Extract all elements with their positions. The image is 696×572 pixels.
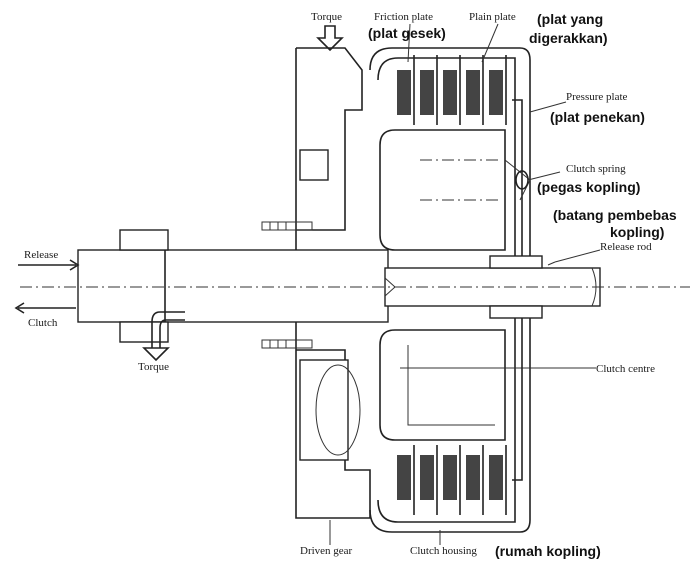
clutch-centre: [379, 129, 590, 441]
clutch-label: Clutch: [28, 317, 58, 329]
clutch-housing-label: Clutch housing: [410, 545, 477, 557]
plain-plate-label: Plain plate: [469, 11, 516, 23]
clutch-arrow: [14, 302, 76, 314]
pressure-plate-label: Pressure plate: [566, 91, 628, 103]
bolts: [261, 221, 313, 349]
torque-arrow-top: [316, 25, 344, 52]
driven-gear-label: Driven gear: [300, 545, 353, 557]
clutch-spring-label: Clutch spring: [566, 163, 626, 175]
release-rod: [489, 249, 601, 319]
clutch-spring: [515, 170, 561, 190]
release-label: Release: [24, 249, 58, 261]
plain-plate-label-id-line1: (plat yang: [537, 11, 603, 27]
torque-arrow-bottom: [142, 311, 185, 362]
pressure-plate-label-id: (plat penekan): [550, 109, 645, 125]
release-rod-label: Release rod: [600, 241, 652, 253]
main-shaft: [20, 229, 690, 343]
torque-label-bottom: Torque: [138, 361, 169, 373]
driven-gear: [295, 47, 371, 519]
friction-plate-label-id: (plat gesek): [368, 25, 446, 41]
plain-plate-label-id-line2: digerakkan): [529, 30, 608, 46]
friction-plate-stack-top: [397, 55, 507, 125]
clutch-housing-label-id: (rumah kopling): [495, 543, 601, 559]
leader-lines: [329, 23, 596, 545]
friction-plate-label: Friction plate: [374, 11, 433, 23]
friction-plate-stack-bottom: [397, 445, 507, 515]
clutch-centre-label: Clutch centre: [596, 363, 655, 375]
driven-gear-teeth-block: [299, 359, 349, 461]
release-rod-label-id-line1: (batang pembebas: [553, 207, 677, 223]
release-rod-label-id-line2: kopling): [610, 224, 664, 240]
release-arrow: [18, 259, 80, 271]
clutch-spring-label-id: (pegas kopling): [537, 179, 640, 195]
torque-label-top: Torque: [311, 11, 342, 23]
